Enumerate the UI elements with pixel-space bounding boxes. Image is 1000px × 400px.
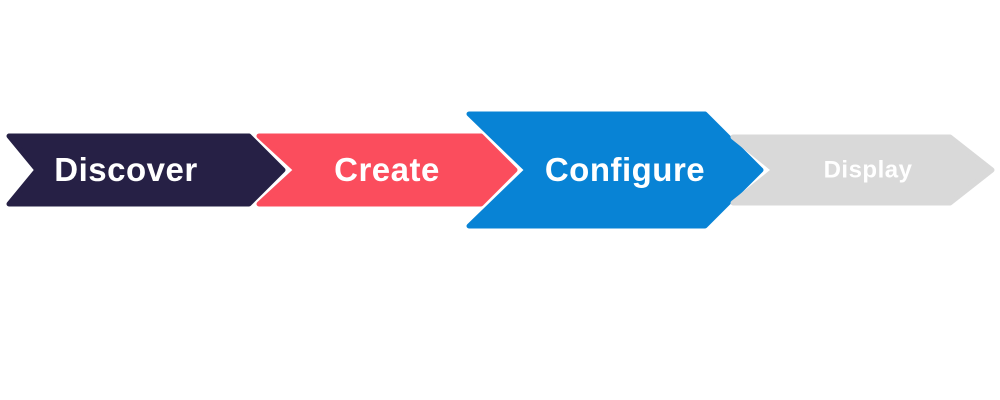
stage-label-display: Display	[824, 157, 913, 184]
stage-display: Display	[730, 134, 995, 206]
stage-label-discover: Discover	[54, 151, 197, 188]
stage-arrow-discover[interactable]	[6, 133, 286, 207]
stage-discover: Discover	[6, 133, 286, 207]
stage-label-create: Create	[334, 151, 440, 188]
stage-label-configure: Configure	[545, 151, 705, 188]
stage-create: Create	[256, 133, 518, 207]
stage-arrow-create[interactable]	[256, 133, 518, 207]
stage-arrow-display[interactable]	[730, 134, 995, 206]
stage-configure: Configure	[466, 111, 764, 229]
stage-arrow-configure[interactable]	[466, 111, 764, 229]
